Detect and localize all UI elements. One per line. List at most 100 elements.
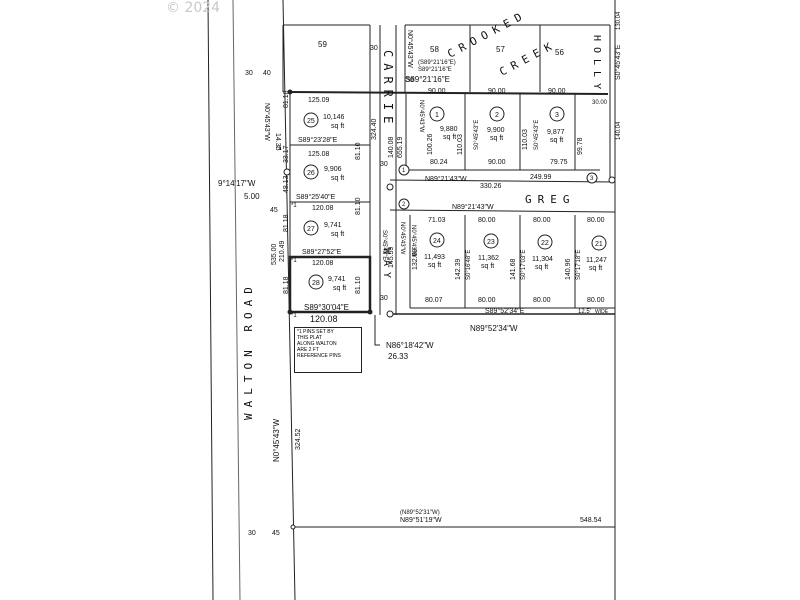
distance-label: 140.08: [388, 136, 395, 158]
lot-number: 24: [433, 238, 441, 245]
distance-label: 210.49: [279, 240, 286, 262]
lot-number: 2: [495, 112, 499, 119]
bearing-label: S89°27'52"E: [302, 248, 342, 256]
distance-label: 5.00: [244, 192, 260, 201]
lot-unit: sq ft: [333, 285, 346, 292]
distance-label: 81.10: [355, 142, 362, 160]
bearing-label: N89°52'34"W: [470, 324, 518, 333]
walton-road-west-edge: [207, 0, 214, 600]
distance-label: 249.99: [530, 174, 552, 181]
pin-mark: *1: [276, 146, 282, 152]
bearing-label: S0°45'43"E: [614, 44, 622, 80]
road-name-walton: WALTON ROAD: [242, 281, 255, 420]
distance-label: 80.00: [587, 297, 605, 304]
monument-2: [386, 183, 394, 191]
lot-area: 11,304: [532, 256, 553, 263]
bearing-label: S0°16'48"E: [466, 250, 472, 280]
point-label: 1: [402, 168, 406, 174]
bearing-label: S89°52'34"E: [485, 307, 525, 315]
distance-label: 110.03: [522, 129, 529, 150]
distance-label: 90.00: [548, 88, 566, 95]
lot-unit: sq ft: [428, 262, 441, 269]
bearing-label: S89°23'28"E: [298, 136, 338, 144]
lot-area: 9,906: [324, 166, 342, 173]
bearing-label: S0°45'43"E: [381, 230, 387, 260]
distance-label: 45: [270, 207, 278, 214]
bearing-label: N89°51'19"W: [400, 516, 442, 524]
lot-57: 57: [496, 45, 505, 54]
distance-label: 90.00: [488, 159, 506, 166]
distance-label: 132.69: [412, 248, 419, 270]
lot-area: 10,146: [323, 114, 345, 121]
point-label: 3: [590, 176, 594, 182]
monument-5: [290, 524, 296, 530]
lot-number: 25: [307, 118, 315, 125]
road-name-holly: HOLLY: [591, 35, 602, 95]
distance-label: 30: [370, 45, 378, 52]
distance-label: 125.09: [308, 97, 330, 104]
copyright-watermark: © 2024: [166, 0, 221, 16]
lot-unit: sq ft: [490, 135, 503, 142]
lot-area: 11,362: [478, 255, 499, 262]
monument-1: [283, 168, 291, 176]
bearing-label: S0°17'18"E: [576, 250, 582, 280]
distance-label: 30: [380, 295, 388, 302]
road-name-creek: CREEK: [497, 38, 559, 79]
bearing-label: S89°25'40"E: [296, 193, 336, 201]
distance-label: 79.75: [550, 159, 568, 166]
monument-4: [608, 176, 616, 184]
distance-label: 40: [263, 70, 271, 77]
distance-label: 125.08: [308, 151, 330, 158]
distance-label: 81.10: [355, 276, 362, 294]
distance-label: 71.03: [428, 217, 446, 224]
distance-label: 30: [245, 70, 253, 77]
pin-mark: *1: [291, 203, 297, 209]
lot-unit: sq ft: [331, 123, 344, 130]
bearing-label: N89°21'43"W: [425, 175, 467, 183]
distance-label: 548.54: [580, 517, 602, 524]
distance-label: 80.00: [533, 217, 551, 224]
distance-label: 81.18: [283, 90, 290, 108]
bearing-label: S89°21'16"E: [418, 67, 452, 73]
distance-label: 142.39: [455, 258, 462, 280]
lot-area: 9,741: [328, 276, 346, 283]
distance-label: 80.00: [587, 217, 605, 224]
lot-unit: sq ft: [481, 263, 494, 270]
lot-56: 56: [555, 48, 564, 57]
distance-label: 130.04: [616, 11, 622, 30]
bearing-label: S0°45'43"E: [474, 120, 480, 150]
distance-label: 140.96: [565, 258, 572, 280]
distance-label: 100.26: [427, 133, 434, 155]
distance-label: 120.08: [312, 260, 334, 267]
road-name-greg: GREG: [525, 193, 576, 206]
road-name-crooked: CROOKED: [445, 8, 529, 61]
lot-area: 9,880: [440, 126, 458, 133]
lot-58: 58: [430, 45, 439, 54]
bearing-label: N0°45'43"W: [399, 222, 405, 255]
lot-number: 22: [541, 240, 549, 247]
lot-number: 3: [555, 112, 559, 119]
distance-label: 145.59: [388, 246, 395, 268]
distance-label: 80.00: [478, 297, 496, 304]
distance-label: 12.5': [578, 309, 591, 315]
distance-label: 30: [406, 77, 414, 84]
road-name-way: WAY: [381, 248, 392, 284]
lot-number: 23: [487, 239, 495, 246]
bearing-label: (S89°21'16"E): [418, 60, 456, 66]
pins-note-box: *1 PINS SET BY THIS PLAT ALONG WALTON AR…: [294, 327, 362, 373]
lot-area: 11,247: [586, 257, 607, 264]
lot-number: 26: [307, 170, 315, 177]
distance-label: 80.07: [425, 297, 443, 304]
lot-area: 9,741: [324, 222, 342, 229]
distance-label: 141.68: [510, 258, 517, 280]
road-name-carrie: CARRIE: [381, 50, 395, 129]
distance-label: 45: [272, 530, 280, 537]
bearing-label: S89°21'16"E: [405, 75, 450, 84]
distance-label: 80.00: [478, 217, 496, 224]
bearing-label: N0°45'43"W: [406, 30, 414, 68]
distance-label: 99.78: [577, 137, 584, 155]
bearing-label: N86°18'42"W: [386, 341, 434, 350]
distance-label: 535.00: [271, 243, 278, 265]
distance-label: 81.18: [283, 276, 290, 294]
distance-label: 655.19: [397, 136, 404, 158]
